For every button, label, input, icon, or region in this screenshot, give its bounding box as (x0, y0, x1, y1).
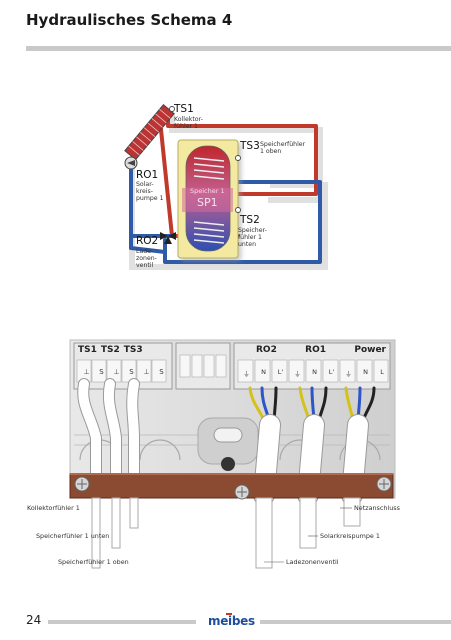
sensor-terminal-pins: ⊥ S ⊥ S ⊥ S (79, 368, 169, 376)
callout-ladezonenventil: Ladezonenventil (286, 558, 339, 566)
pin-label: ⏚ (243, 370, 250, 378)
pin-label: N (261, 368, 266, 376)
terminal-group-power: Power (354, 345, 386, 355)
ts2-description: Speicher- fühler 1 unten (238, 227, 267, 248)
brand-logo: meibes (206, 612, 256, 629)
pin-label: ⊥ (143, 368, 150, 376)
terminal-group-ts1: TS1 (78, 345, 97, 355)
sensor-terminal-groups: TS1 TS2 TS3 (78, 345, 168, 355)
pin-label: N (312, 368, 317, 376)
output-terminal-groups: RO2 RO1 Power (256, 345, 386, 355)
callout-speicherfuehler-oben: Speicherfühler 1 oben (58, 558, 129, 566)
pin-label: ⏚ (294, 370, 301, 378)
ts2-tag: TS2 (240, 214, 260, 226)
pin-label: S (129, 368, 134, 376)
ts1-tag: TS1 (174, 103, 194, 115)
pin-label: S (99, 368, 104, 376)
pin-label: ⊥ (113, 368, 120, 376)
ts3-tag: TS3 (240, 140, 260, 152)
footer-divider-right (260, 620, 451, 624)
logo-mark-icon: meibes (206, 612, 256, 629)
ts3-description: Speicherfühler 1 oben (260, 141, 306, 155)
pin-label: N (363, 368, 368, 376)
tank-label-big: SP1 (197, 196, 218, 209)
pin-label: S (159, 368, 164, 376)
page-number: 24 (26, 613, 42, 627)
ro1-tag: RO1 (136, 169, 159, 181)
pin-label: L (380, 368, 384, 376)
callout-solarkreispumpe: Solarkreispumpe 1 (320, 532, 380, 540)
callout-kollektorfuehler: Kollektorfühler 1 (27, 504, 80, 512)
page-title: Hydraulisches Schema 4 (26, 11, 233, 29)
ro2-tag: RO2 (136, 235, 159, 247)
solar-collector (124, 103, 175, 161)
title-divider (26, 46, 451, 51)
pin-label: L' (277, 368, 284, 376)
terminal-group-ts2: TS2 (100, 345, 120, 355)
callout-netzanschluss: Netzanschluss (354, 504, 400, 512)
terminal-group-ts3: TS3 (123, 345, 143, 355)
footer-divider-left (48, 620, 196, 624)
pin-label: L' (328, 368, 335, 376)
ro1-description: Solar- kreis- pumpe 1 (136, 181, 164, 202)
zone-valve-symbol (160, 232, 176, 244)
callout-speicherfuehler-unten: Speicherfühler 1 unten (36, 532, 110, 540)
terminal-group-ro2: RO2 (256, 345, 277, 355)
ro2-description: Lade- zonen- ventil (136, 248, 157, 269)
pin-label: ⊥ (83, 368, 90, 376)
tank-label-small: Speicher 1 (190, 187, 225, 195)
ts1-description: Kollektor- fühler 1 (174, 116, 203, 130)
output-terminal-pins: ⏚ N L' ⏚ N L' ⏚ N L (238, 368, 390, 378)
svg-text:meibes: meibes (208, 614, 255, 628)
terminal-group-ro1: RO1 (305, 345, 327, 355)
pin-label: ⏚ (345, 370, 352, 378)
